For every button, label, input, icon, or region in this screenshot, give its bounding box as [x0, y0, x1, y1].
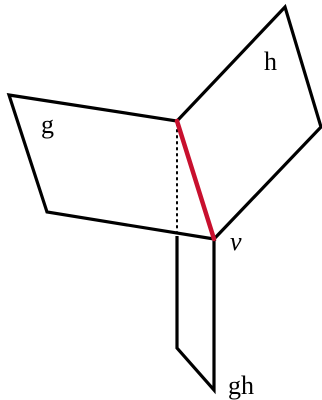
plane-gh	[175, 236, 216, 395]
label-h: h	[264, 47, 277, 76]
intersection-edge	[174, 118, 217, 242]
label-nu: ν	[230, 227, 242, 256]
label-gh: gh	[228, 371, 254, 400]
label-g: g	[41, 110, 54, 139]
plane-h	[175, 3, 322, 243]
